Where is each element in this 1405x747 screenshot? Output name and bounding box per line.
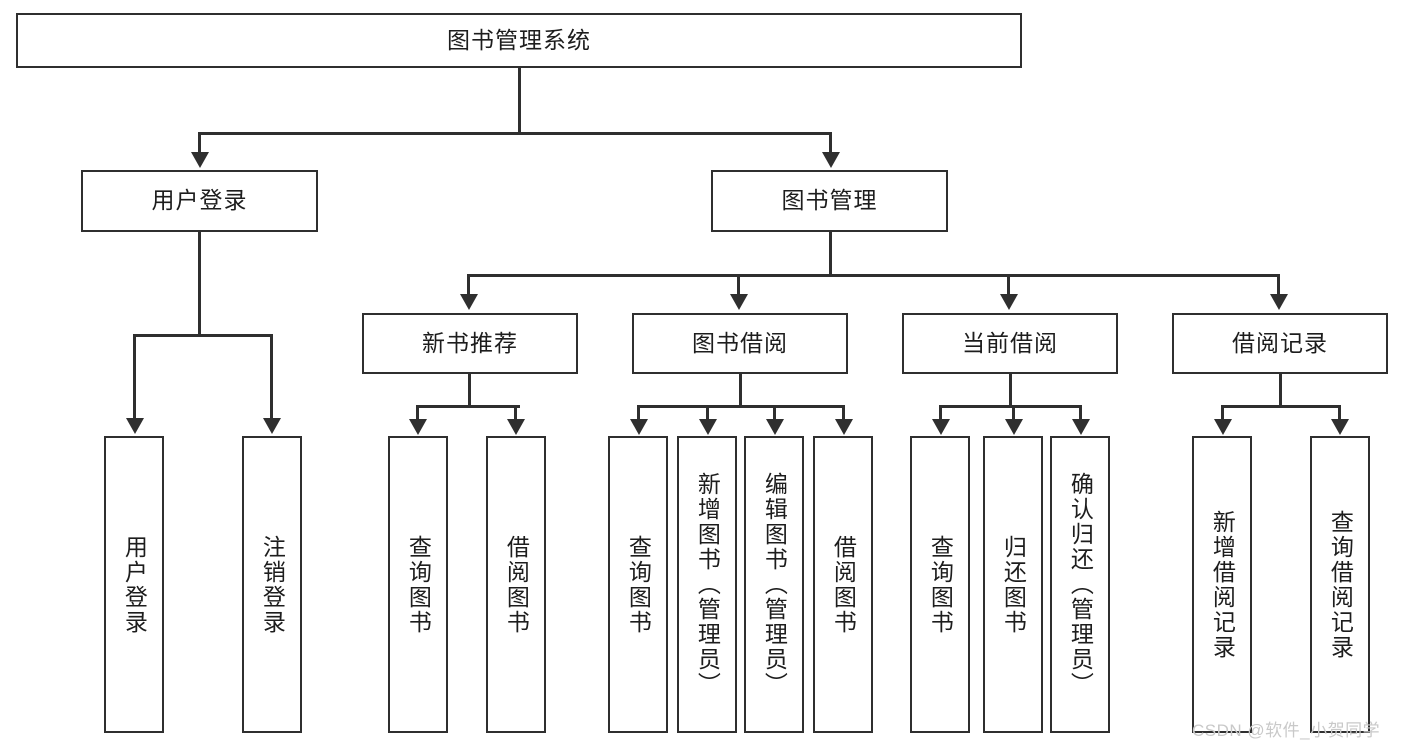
edge-rec-to-leaf1	[416, 405, 419, 421]
arrow-to-leaf-logout	[263, 418, 281, 434]
arrow-to-leaf-query-book-rec	[409, 419, 427, 435]
node-label: 归还图书	[1000, 534, 1027, 635]
node-user-login[interactable]: 用户登录	[81, 170, 318, 232]
arrow-to-leaf-user-login	[126, 418, 144, 434]
arrow-to-leaf-query-record	[1331, 419, 1349, 435]
leaf-logout[interactable]: 注销登录	[242, 436, 302, 733]
node-label: 新增图书（管理员）	[694, 472, 721, 697]
arrow-to-leaf-add-book	[699, 419, 717, 435]
edge-current-to-leaf2	[1012, 405, 1015, 421]
edge-user-login-to-leaf2	[270, 334, 273, 420]
node-label: 借阅图书	[503, 534, 530, 635]
node-new-book-recommend[interactable]: 新书推荐	[362, 313, 578, 374]
edge-current-to-leaf3	[1079, 405, 1082, 421]
node-label: 确认归还（管理员）	[1067, 472, 1094, 697]
arrow-to-book-management	[822, 152, 840, 168]
arrow-to-user-login	[191, 152, 209, 168]
edge-bm-to-borrow	[737, 274, 740, 296]
arrow-to-leaf-query-book-current	[932, 419, 950, 435]
leaf-return-book[interactable]: 归还图书	[983, 436, 1043, 733]
arrow-to-borrow-records	[1270, 294, 1288, 310]
edge-borrow-to-leaf3	[773, 405, 776, 421]
leaf-query-book-current[interactable]: 查询图书	[910, 436, 970, 733]
node-label: 借阅图书	[830, 534, 857, 635]
edge-root-trunk	[518, 68, 521, 134]
node-label: 编辑图书（管理员）	[761, 472, 788, 697]
arrow-to-current-borrow	[1000, 294, 1018, 310]
arrow-to-leaf-confirm-return	[1072, 419, 1090, 435]
node-label: 新书推荐	[422, 329, 518, 356]
arrow-to-book-borrow	[730, 294, 748, 310]
edge-root-to-book-management	[829, 132, 832, 154]
node-current-borrow[interactable]: 当前借阅	[902, 313, 1118, 374]
edge-records-trunk	[1279, 374, 1282, 407]
node-label: 查询图书	[625, 534, 652, 635]
node-book-borrow[interactable]: 图书借阅	[632, 313, 848, 374]
node-label: 注销登录	[259, 534, 286, 635]
edge-rec-to-leaf2	[514, 405, 517, 421]
edge-borrow-to-leaf1	[637, 405, 640, 421]
edge-book-management-trunk	[829, 232, 832, 276]
arrow-to-new-book-recommend	[460, 294, 478, 310]
node-label: 查询借阅记录	[1327, 509, 1354, 660]
arrow-to-leaf-borrow-book	[835, 419, 853, 435]
leaf-query-book-borrow[interactable]: 查询图书	[608, 436, 668, 733]
edge-user-login-bar	[133, 334, 273, 337]
edge-bm-to-current	[1007, 274, 1010, 296]
edge-records-to-leaf2	[1338, 405, 1341, 421]
edge-current-bar	[939, 405, 1081, 408]
edge-book-management-bar	[467, 274, 1279, 277]
edge-current-to-leaf1	[939, 405, 942, 421]
leaf-borrow-book-recommend[interactable]: 借阅图书	[486, 436, 546, 733]
edge-root-to-user-login	[198, 132, 201, 154]
edge-borrow-trunk	[739, 374, 742, 407]
node-label: 图书借阅	[692, 329, 788, 356]
leaf-add-borrow-record[interactable]: 新增借阅记录	[1192, 436, 1252, 733]
edge-records-to-leaf1	[1221, 405, 1224, 421]
node-label: 借阅记录	[1232, 329, 1328, 356]
node-book-management[interactable]: 图书管理	[711, 170, 948, 232]
node-label: 图书管理系统	[447, 26, 591, 53]
leaf-query-borrow-record[interactable]: 查询借阅记录	[1310, 436, 1370, 733]
leaf-user-login[interactable]: 用户登录	[104, 436, 164, 733]
leaf-add-book-admin[interactable]: 新增图书（管理员）	[677, 436, 737, 733]
edge-borrow-to-leaf2	[706, 405, 709, 421]
csdn-watermark: CSDN @软件_小贺同学	[1192, 721, 1381, 740]
node-borrow-records[interactable]: 借阅记录	[1172, 313, 1388, 374]
arrow-to-leaf-add-record	[1214, 419, 1232, 435]
arrow-to-leaf-query-book-borrow	[630, 419, 648, 435]
leaf-confirm-return-admin[interactable]: 确认归还（管理员）	[1050, 436, 1110, 733]
node-label: 查询图书	[405, 534, 432, 635]
arrow-to-leaf-return-book	[1005, 419, 1023, 435]
edge-borrow-to-leaf4	[842, 405, 845, 421]
leaf-edit-book-admin[interactable]: 编辑图书（管理员）	[744, 436, 804, 733]
edge-rec-trunk	[468, 374, 471, 407]
node-label: 当前借阅	[962, 329, 1058, 356]
edge-user-login-to-leaf1	[133, 334, 136, 420]
leaf-borrow-book[interactable]: 借阅图书	[813, 436, 873, 733]
edge-bm-to-rec	[467, 274, 470, 296]
edge-borrow-bar	[637, 405, 845, 408]
edge-current-trunk	[1009, 374, 1012, 407]
node-root-system[interactable]: 图书管理系统	[16, 13, 1022, 68]
node-label: 用户登录	[151, 187, 248, 214]
edge-rec-bar	[416, 405, 520, 408]
leaf-query-book-recommend[interactable]: 查询图书	[388, 436, 448, 733]
node-label: 查询图书	[927, 534, 954, 635]
arrow-to-leaf-borrow-book-rec	[507, 419, 525, 435]
edge-bm-to-records	[1277, 274, 1280, 296]
arrow-to-leaf-edit-book	[766, 419, 784, 435]
node-label: 用户登录	[121, 534, 148, 635]
edge-records-bar	[1221, 405, 1341, 408]
edge-user-login-trunk	[198, 232, 201, 336]
node-label: 图书管理	[781, 187, 878, 214]
node-label: 新增借阅记录	[1209, 509, 1236, 660]
edge-root-bar	[198, 132, 832, 135]
